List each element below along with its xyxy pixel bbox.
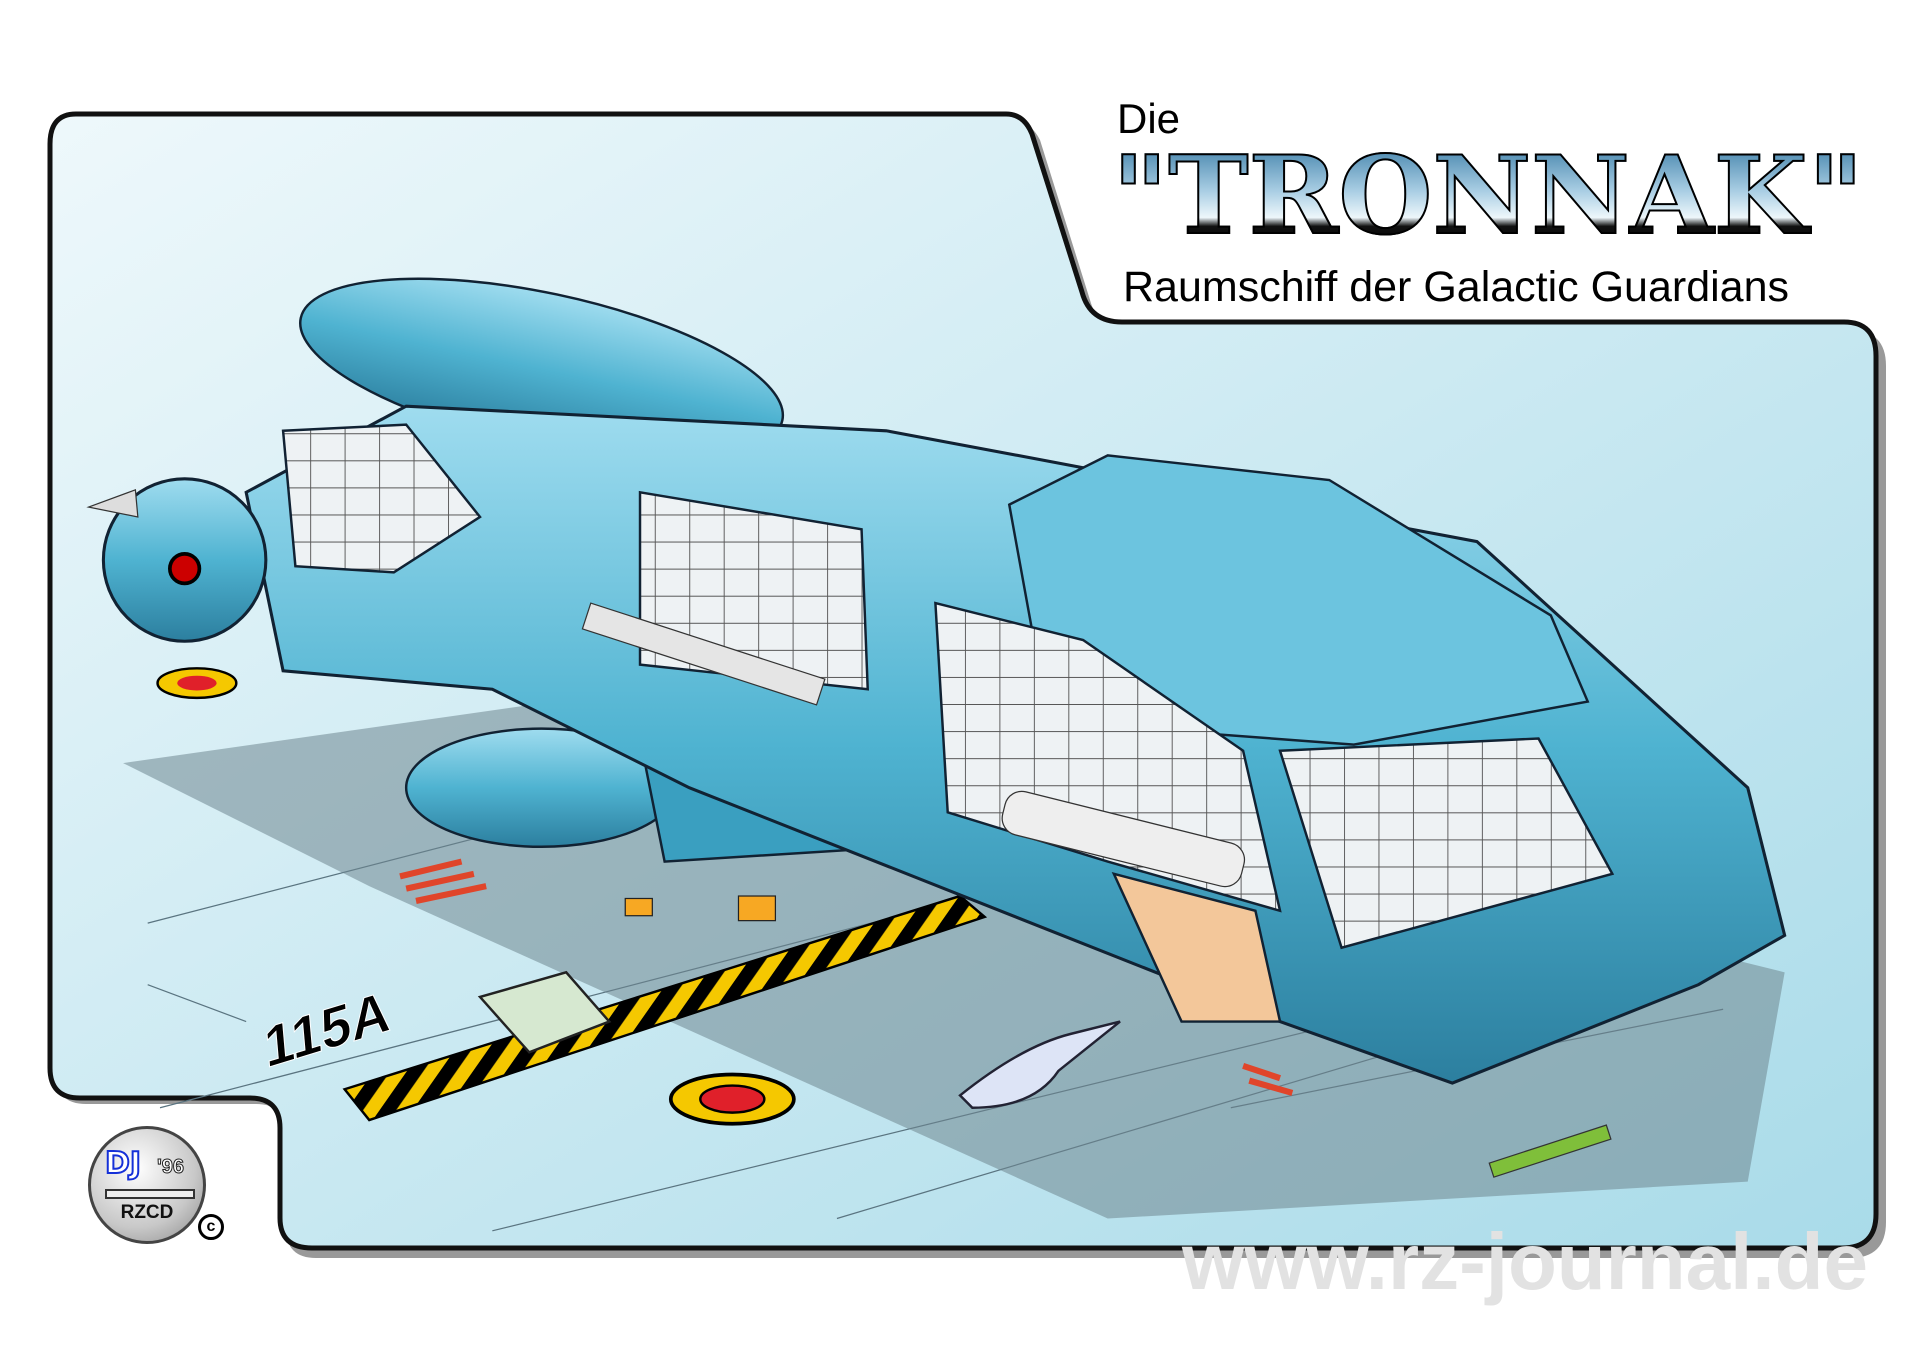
gun-barrel [581, 602, 826, 706]
cargo-crate-small [624, 897, 653, 917]
hazard-stripe [342, 894, 988, 1122]
copyright-icon: c [198, 1214, 224, 1240]
landing-pad-light [699, 1084, 766, 1114]
title-prefix: Die [1117, 95, 1181, 142]
ship-name-title: "TRONNAK" [1111, 133, 1865, 259]
logo-year: '96 [156, 1156, 185, 1178]
logo-initials: DJ [104, 1146, 142, 1181]
warning-marks [399, 858, 1294, 1096]
cargo-tube [1001, 790, 1246, 888]
ground-vehicle [477, 970, 612, 1054]
landing-pad-light-small [177, 675, 217, 691]
spaceship-cutaway [86, 277, 1787, 1232]
logo-studio: RZCD [120, 1202, 174, 1223]
interior-section-hangar [1111, 872, 1282, 1023]
artist-logo: DJ '96 RZCD [88, 1126, 206, 1244]
small-shuttle [958, 1020, 1121, 1109]
green-light-strip [1488, 1124, 1612, 1178]
engine-hub [168, 552, 202, 586]
subtitle: Raumschiff der Galactic Guardians [1123, 263, 1789, 311]
rear-spike [86, 489, 139, 518]
website-watermark: www.rz-journal.de [1182, 1217, 1868, 1306]
interior-section-bridge [1278, 737, 1615, 950]
interior-section-cockpit [281, 423, 482, 574]
cargo-crates [737, 895, 777, 922]
logo-bar [105, 1189, 195, 1199]
